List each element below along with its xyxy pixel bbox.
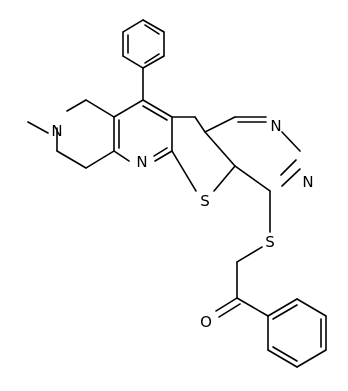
bond [215,297,238,312]
bond [113,99,144,118]
bond [194,116,206,133]
atom-n-piperidine: N [51,122,62,140]
bond-double [153,147,168,157]
bond-double [272,304,298,320]
atom-o-carbonyl: O [200,313,212,331]
bond [236,246,263,263]
bond [171,150,197,192]
bond [267,298,298,317]
bond [234,165,271,192]
bond-double [272,346,298,362]
bottom-phenyl-ring [267,298,327,368]
bond-double [280,159,297,176]
bond [85,150,115,169]
bond [85,99,115,118]
bond [213,165,236,192]
bond [281,131,301,152]
bond [122,55,144,69]
bond [204,116,236,133]
bond [142,55,165,69]
bond [122,19,144,33]
pyridine-ring [113,99,173,162]
bond-double [218,303,241,318]
piperidine-ring [27,99,115,169]
bond-double [142,105,168,121]
atom-n-pyrimidine-top: N [270,117,281,135]
bond [267,349,298,368]
pyrimidine-ring [204,116,301,192]
bond [154,150,173,162]
bond [66,99,87,112]
atom-n-pyridine: N [136,153,147,171]
bond [142,99,173,118]
bond [56,150,87,169]
bond-double [144,53,160,64]
top-phenyl-ring [122,19,165,69]
bond [142,19,165,33]
carbonyl-group [215,297,269,318]
atom-s-thioether: S [265,233,275,251]
bond [296,349,327,368]
bond [113,150,130,162]
bond [296,298,327,317]
bond [204,131,236,167]
thiophene-ring [171,116,236,192]
thioether-chain [236,190,271,299]
atom-s-thiophene: S [200,192,210,210]
bond [236,297,269,317]
bond-double [144,24,160,35]
atom-n-pyrimidine-bottom: N [302,173,313,191]
bond [281,168,301,187]
bond-methyl [27,121,49,134]
